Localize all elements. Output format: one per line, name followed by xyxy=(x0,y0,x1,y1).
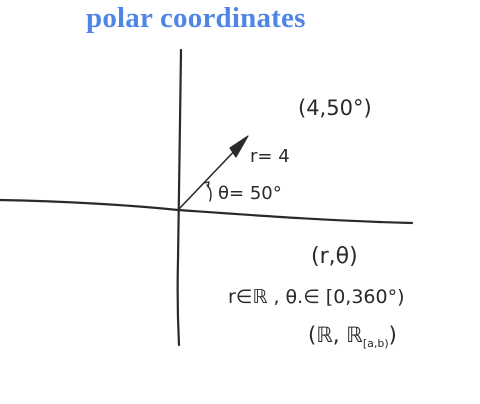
vertical-axis xyxy=(176,48,183,347)
angle-arc-arrowhead xyxy=(203,181,210,188)
sets-label: (ℝ, ℝ[a,b)) xyxy=(308,323,397,350)
sets-label-main: (ℝ, ℝ xyxy=(308,323,363,347)
horizontal-axis xyxy=(0,198,414,225)
radius-label: r= 4 xyxy=(250,146,290,167)
sets-label-close: ) xyxy=(389,323,397,347)
sets-label-subscript: [a,b) xyxy=(363,337,389,350)
point-label: (4,50°) xyxy=(298,96,372,120)
angle-label: θ= 50° xyxy=(218,183,282,204)
page-title: polar coordinates xyxy=(86,2,306,35)
vector-arrowhead xyxy=(229,135,249,158)
domain-label: r∈ℝ , θ.∈ [0,360°) xyxy=(228,286,405,308)
coordinate-pair-label: (r,θ) xyxy=(311,244,358,269)
radius-vector xyxy=(177,142,243,211)
